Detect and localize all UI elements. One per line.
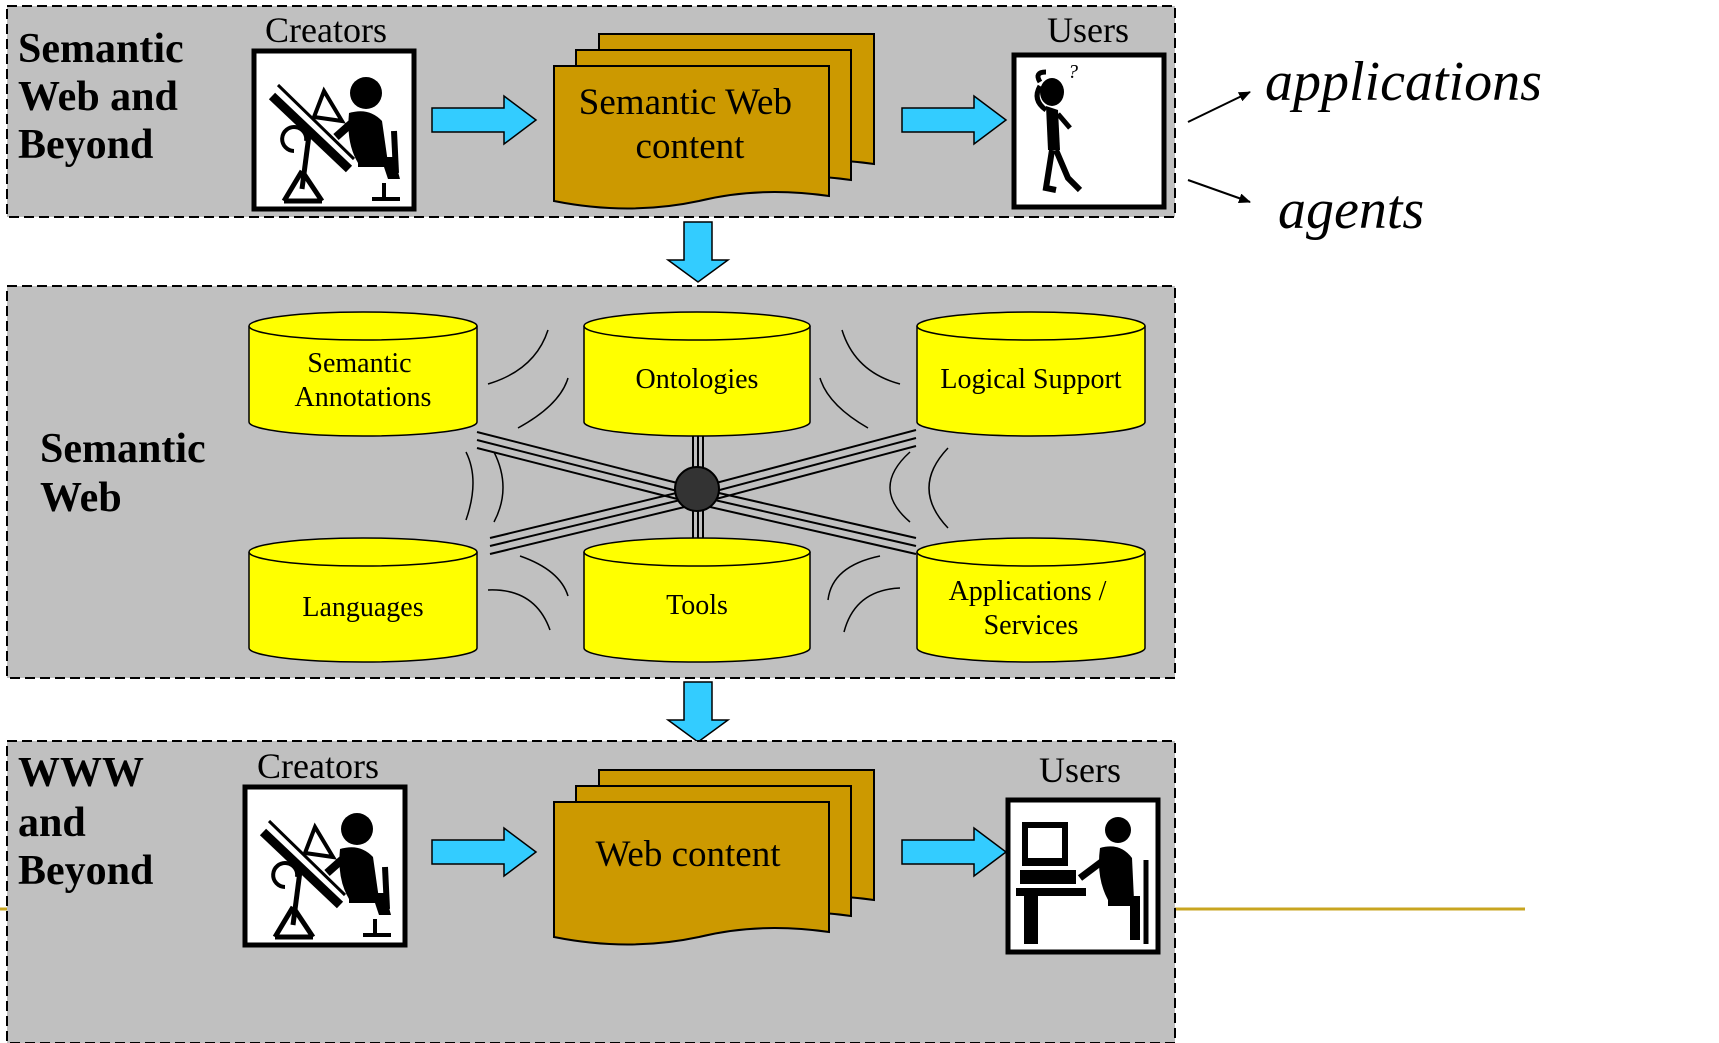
to-applications-arrow bbox=[1187, 91, 1251, 123]
svg-text:Languages: Languages bbox=[302, 592, 423, 623]
connector-arcs bbox=[465, 329, 949, 633]
confused-person-icon: ? bbox=[1011, 52, 1167, 210]
hub-node bbox=[674, 466, 720, 512]
top-users-label: Users bbox=[1047, 10, 1129, 50]
svg-text:Logical Support: Logical Support bbox=[940, 364, 1121, 395]
top-creators-label: Creators bbox=[265, 10, 387, 50]
bottom-creators-label: Creators bbox=[257, 746, 379, 786]
svg-text:Applications / Services: Applications / Services bbox=[949, 576, 1114, 641]
hub-connectors bbox=[476, 429, 917, 555]
bottom-content-label: Web content bbox=[595, 834, 781, 875]
cylinder-tools: Tools bbox=[583, 537, 811, 663]
svg-text:Ontologies: Ontologies bbox=[636, 364, 759, 395]
middle-layer-title: Semantic Web bbox=[40, 426, 216, 521]
svg-text:Tools: Tools bbox=[666, 590, 728, 621]
top-layer-title: Semantic Web and Beyond bbox=[18, 26, 194, 168]
top-content-label: Semantic Web content bbox=[579, 82, 801, 167]
designer-at-drafting-table-icon bbox=[245, 787, 405, 945]
to-agents-arrow bbox=[1187, 179, 1251, 204]
bottom-users-label: Users bbox=[1039, 750, 1121, 790]
output-agents: agents bbox=[1278, 179, 1424, 241]
cylinder-applications-services: Applications / Services bbox=[916, 537, 1146, 663]
designer-at-drafting-table-icon bbox=[254, 51, 414, 209]
person-at-computer-icon bbox=[1005, 797, 1161, 955]
middle-to-bottom-arrow bbox=[667, 681, 729, 743]
output-applications: applications bbox=[1265, 51, 1542, 113]
cylinder-ontologies: Ontologies bbox=[583, 311, 811, 437]
cylinder-languages: Languages bbox=[248, 537, 478, 663]
cylinder-semantic-annotations: Semantic Annotations bbox=[248, 311, 478, 437]
bottom-layer-title: WWW and Beyond bbox=[18, 750, 154, 894]
svg-text:Semantic Annotations: Semantic Annotations bbox=[295, 348, 432, 413]
top-to-middle-arrow bbox=[667, 221, 729, 283]
svg-text:?: ? bbox=[1068, 61, 1078, 83]
cylinder-logical-support: Logical Support bbox=[916, 311, 1146, 437]
